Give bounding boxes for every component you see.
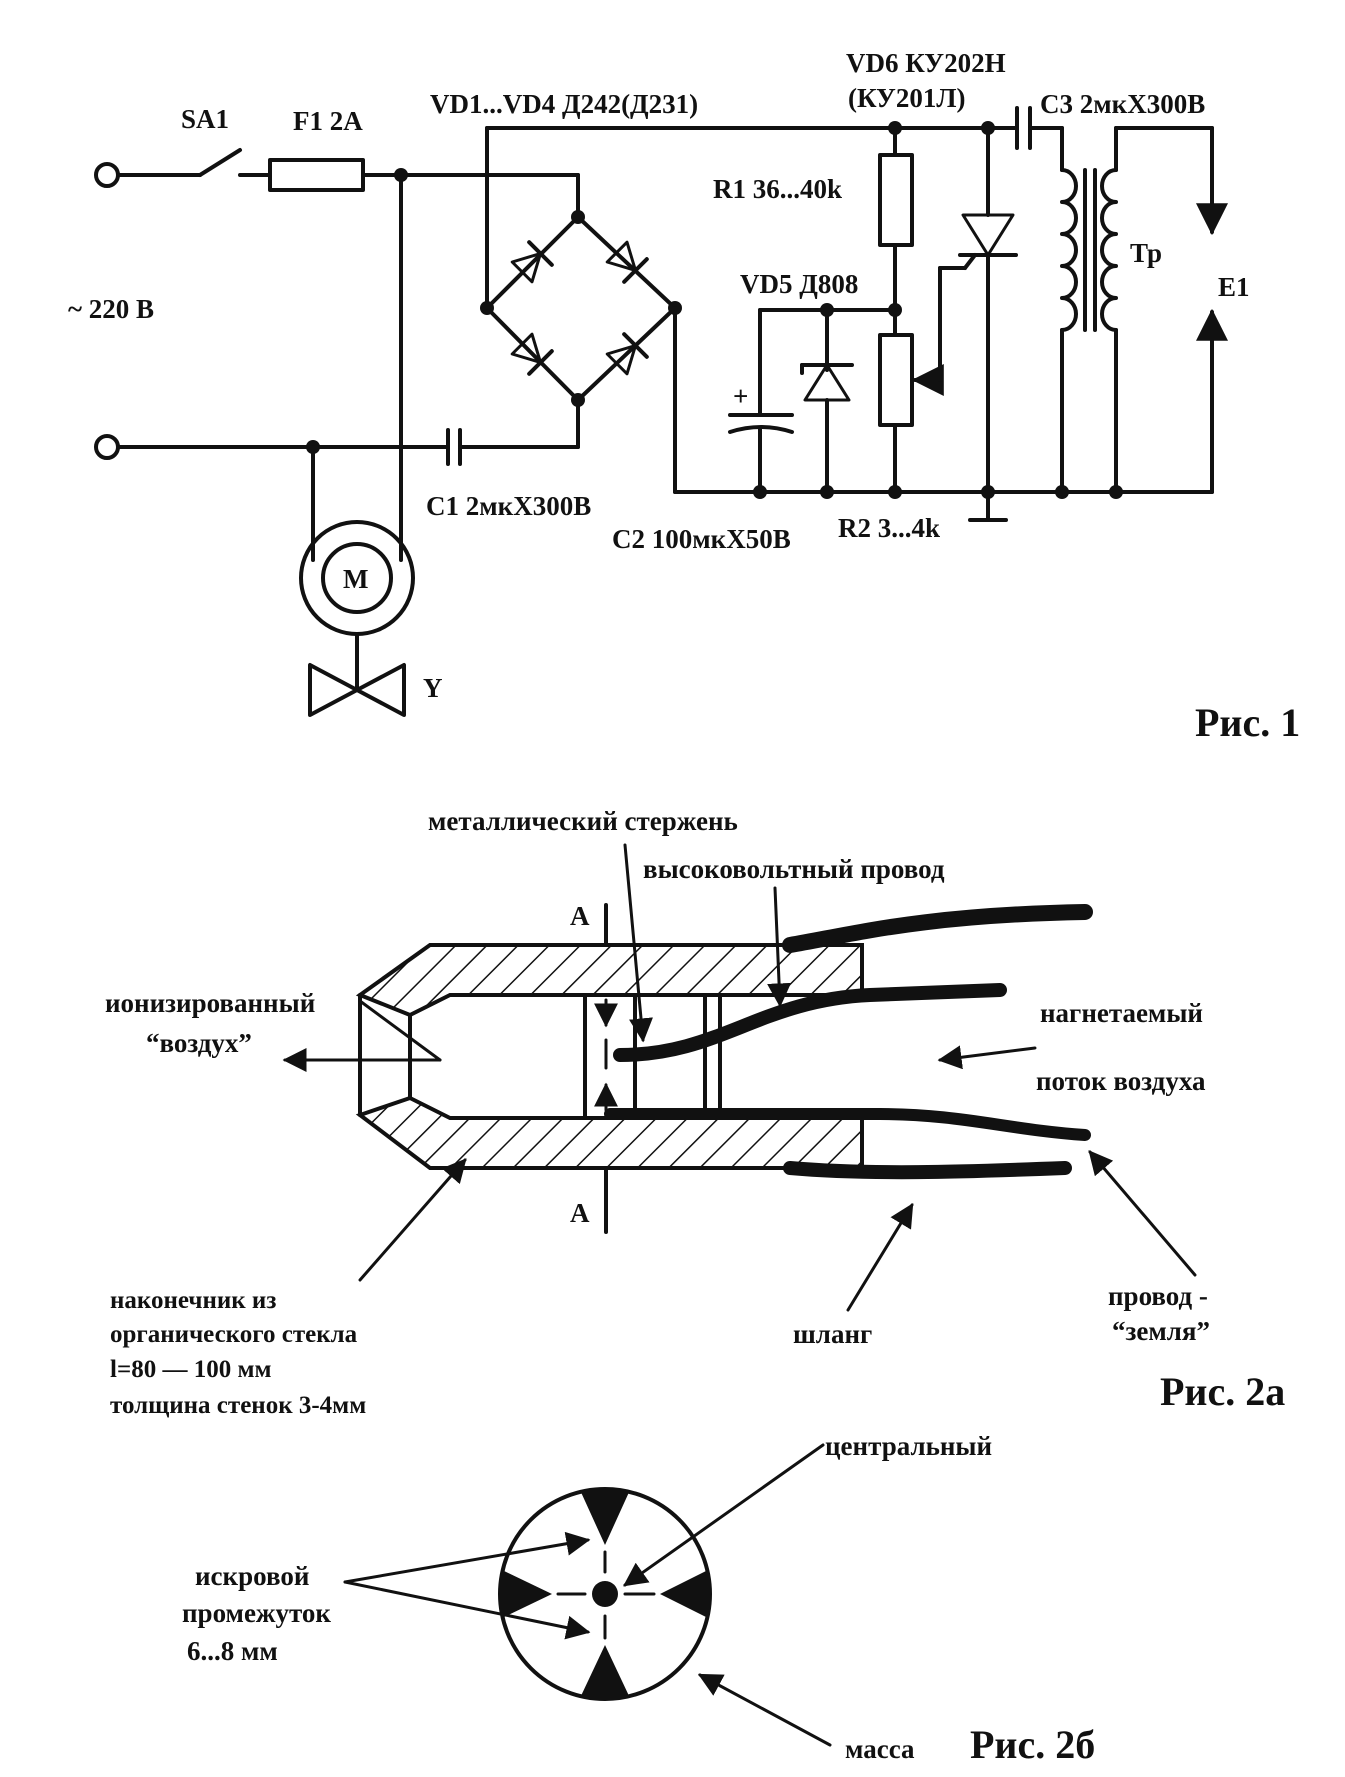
spark-gap-label-2: промежуток [182,1598,331,1628]
section-circle [498,1487,712,1701]
capacitor-c3-label: C3 2мкХ300В [1040,89,1205,119]
figure-1-caption: Рис. 1 [1195,700,1300,745]
ground-electrode-left [502,1570,552,1618]
potentiometer-r2-label: R2 3...4k [838,513,940,543]
mains-terminal-top [94,162,120,188]
motor-m-label: M [343,564,368,594]
nozzle-tip-label-3: l=80 — 100 мм [110,1356,272,1383]
ground-wire [604,1108,1091,1141]
spark-gap-label-1: искровой [195,1561,309,1591]
mains-terminal-bottom [94,434,120,460]
switch-sa1 [116,148,272,177]
thyristor-vd6-label-b: (КУ201Л) [848,83,965,113]
section-mark-bottom: A [570,1198,590,1228]
nozzle-tip-label-4: толщина стенок 3-4мм [110,1392,366,1419]
valve-y-label: Y [423,673,443,703]
capacitor-c1-label: C1 2мкХ300В [426,491,591,521]
ionized-air-label-1: ионизированный [105,988,315,1018]
figure-1-circuit: ~ 220 В SA1 F1 2А C1 2мкХ300В [68,48,1300,745]
ground-electrode-bottom [580,1645,630,1698]
nozzle-tip-label-2: органического стекла [110,1321,358,1348]
capacitor-c2-label: C2 100мкХ50В [612,524,791,554]
valve-y [308,663,406,717]
figure-2b-caption: Рис. 2б [970,1722,1095,1767]
spark-gap-label-3: 6...8 мм [187,1636,278,1666]
transformer-tr [1060,126,1118,494]
resistor-r1-label: R1 36...40k [713,174,842,204]
ground-wire-label-1: провод - [1108,1281,1208,1311]
thyristor-vd6-label-a: VD6 КУ202Н [846,48,1006,78]
fuse-f1-label: F1 2А [293,106,363,136]
airflow-label-2: поток воздуха [1036,1066,1206,1096]
potentiometer-r2 [878,333,914,427]
section-mark-top: A [570,901,590,931]
zener-vd5-label: VD5 Д808 [740,269,858,299]
central-electrode-label: центральный [825,1431,992,1461]
fuse-f1 [268,158,365,192]
figure-2a-caption: Рис. 2а [1160,1369,1285,1414]
ground-electrode-top [580,1490,630,1545]
resistor-r1 [878,153,914,247]
diode-bridge-label: VD1...VD4 Д242(Д231) [430,89,698,119]
ground-electrode-right [660,1570,708,1618]
hv-wire-label: высоковольтный провод [643,854,945,884]
ground-wire-label-2: “земля” [1112,1316,1210,1346]
hose [782,904,1093,953]
figure-2b-section: центральный искровой промежуток 6...8 мм… [182,1431,1095,1767]
metal-rod-label: металлический стержень [428,806,738,836]
figure-2a-nozzle: металлический стержень высоковольтный пр… [105,806,1285,1419]
capacitor-c2-plus: + [733,381,748,411]
ionized-air-label-2: “воздух” [146,1028,252,1058]
diode-bridge [480,210,682,407]
airflow-label-1: нагнетаемый [1040,998,1203,1028]
mains-voltage-label: ~ 220 В [68,294,154,324]
nozzle-tip-label-1: наконечник из [110,1287,276,1314]
hose-label: шланг [793,1319,872,1349]
electrode-e1-label: E1 [1218,272,1250,302]
central-electrode [592,1581,618,1607]
hv-wire [613,983,1007,1062]
transformer-tr-label: Тр [1130,238,1162,268]
switch-sa1-label: SA1 [181,104,229,134]
mass-label: масса [845,1734,915,1764]
